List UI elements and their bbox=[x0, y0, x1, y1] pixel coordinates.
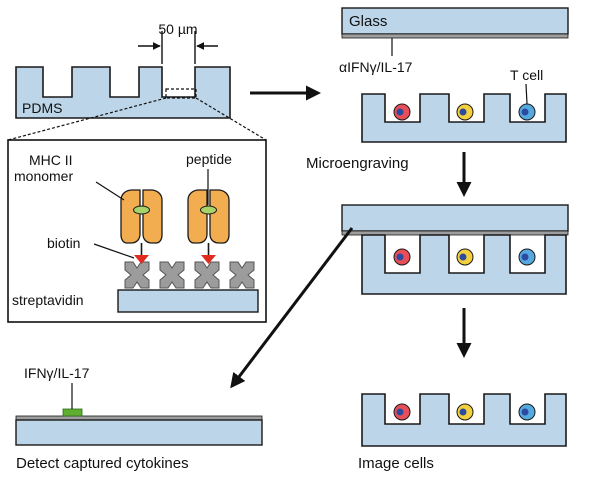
cell-blue-3 bbox=[518, 403, 536, 421]
cell-yellow-1 bbox=[456, 103, 474, 121]
imaging-wells: Image cells bbox=[358, 393, 567, 472]
inset-panel: MHC II monomer peptide biotin streptavid… bbox=[7, 139, 267, 323]
streptavidin-4 bbox=[229, 261, 255, 289]
biotin-2 bbox=[201, 255, 216, 264]
cytokine-label: IFNγ/IL-17 bbox=[24, 365, 90, 381]
arrow-to-detect bbox=[230, 227, 354, 389]
streptavidin-molecules bbox=[124, 261, 255, 289]
biotin-pointer bbox=[93, 243, 135, 259]
pdms-slab bbox=[15, 66, 231, 119]
mhc-monomer-2 bbox=[187, 189, 230, 264]
peptide-label: peptide bbox=[186, 151, 232, 167]
antibody-label: αIFNγ/IL-17 bbox=[339, 59, 413, 75]
mhc-label-line2: monomer bbox=[14, 168, 73, 184]
mhc-monomer-1 bbox=[120, 189, 163, 264]
peptide-2 bbox=[200, 205, 217, 215]
cell-blue-1 bbox=[518, 103, 536, 121]
zoom-line-left bbox=[7, 97, 167, 141]
image-cells-label: Image cells bbox=[358, 455, 434, 472]
well-array-loaded: T cell bbox=[361, 67, 567, 143]
zoom-line-right bbox=[195, 97, 267, 141]
cell-yellow-2 bbox=[456, 248, 474, 266]
streptavidin-2 bbox=[159, 261, 185, 289]
biotin-1 bbox=[134, 255, 149, 264]
tcell-label: T cell bbox=[510, 67, 543, 83]
cell-blue-2 bbox=[518, 248, 536, 266]
mhc-label-line1: MHC II bbox=[29, 152, 73, 168]
glass-slide-top: Glass αIFNγ/IL-17 bbox=[339, 7, 569, 75]
streptavidin-label: streptavidin bbox=[12, 292, 84, 308]
engraving-sandwich bbox=[341, 204, 569, 295]
tcell-pointer bbox=[525, 83, 528, 105]
surface-slide bbox=[117, 289, 259, 313]
cytokine-spot bbox=[62, 408, 83, 417]
pdms-array: PDMS 50 µm bbox=[7, 21, 267, 141]
dimension-marker: 50 µm bbox=[138, 21, 218, 64]
streptavidin-3 bbox=[194, 261, 220, 289]
cell-red-3 bbox=[393, 403, 411, 421]
mhc-pointer bbox=[95, 181, 125, 201]
microengraving-label: Microengraving bbox=[306, 155, 409, 172]
cell-red-2 bbox=[393, 248, 411, 266]
cell-yellow-3 bbox=[456, 403, 474, 421]
streptavidin-1 bbox=[124, 261, 150, 289]
biotin-label: biotin bbox=[47, 235, 80, 251]
dimension-label: 50 µm bbox=[158, 21, 197, 37]
pdms-label: PDMS bbox=[22, 100, 62, 116]
detect-label: Detect captured cytokines bbox=[16, 455, 189, 472]
glass-label: Glass bbox=[349, 13, 387, 30]
peptide-1 bbox=[133, 205, 150, 215]
detection-slide: IFNγ/IL-17 Detect captured cytokines bbox=[15, 365, 263, 472]
zoom-region bbox=[165, 88, 197, 99]
cell-red-1 bbox=[393, 103, 411, 121]
